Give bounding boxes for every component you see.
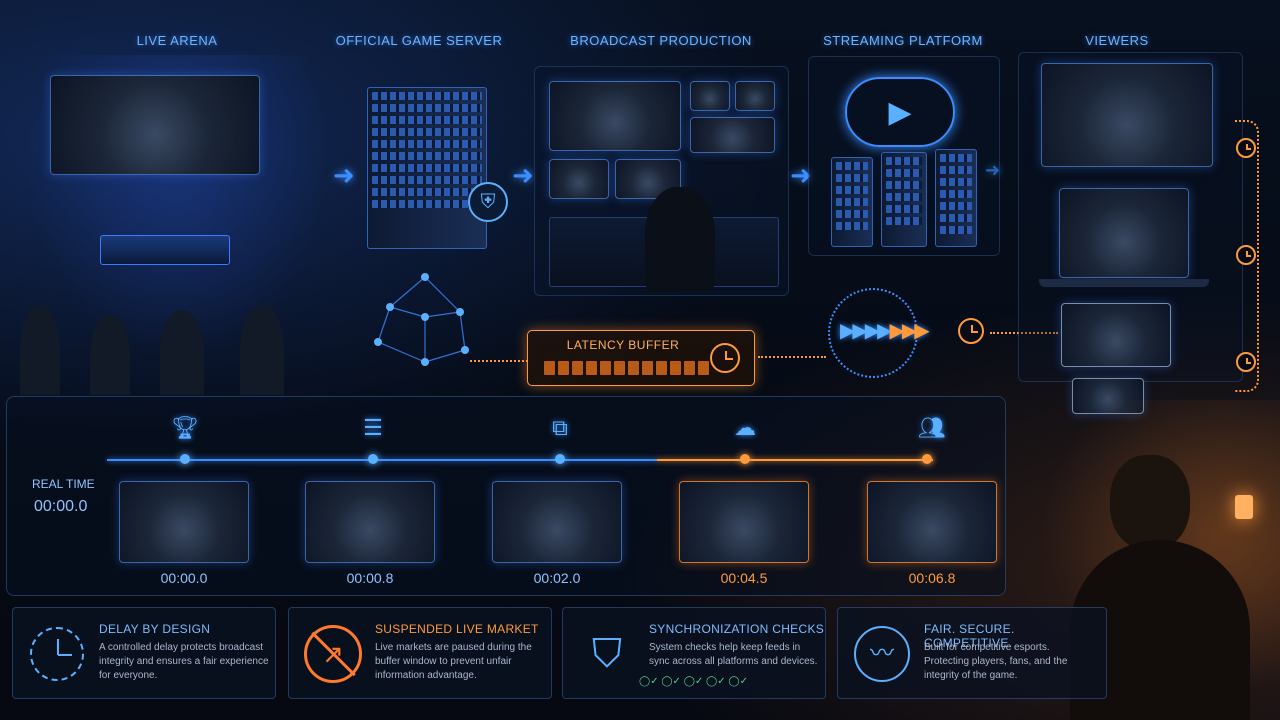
- broadcast-monitor: [549, 159, 609, 199]
- timeline-time: 00:00.8: [346, 570, 394, 586]
- card-fair-secure-competitive: 〰 FAIR. SECURE. COMPETITIVE. Built for c…: [837, 607, 1107, 699]
- cloud-play-icon: ☁: [734, 415, 756, 440]
- no-market-icon: ↗: [303, 624, 363, 684]
- phone-device: [1072, 378, 1144, 414]
- card-text: Live markets are paused during the buffe…: [375, 642, 532, 681]
- card-suspended-live-market: ↗ SUSPENDED LIVE MARKET Live markets are…: [288, 607, 552, 699]
- laptop-base: [1039, 279, 1209, 287]
- real-time-label: REAL TIME: [32, 477, 95, 491]
- gamer-illustration: [1010, 400, 1280, 720]
- latency-buffer: LATENCY BUFFER: [527, 330, 755, 386]
- streaming-platform-panel: ▶: [808, 56, 1000, 256]
- spectator-silhouette: [240, 305, 284, 395]
- timeline-time: 00:04.5: [720, 570, 768, 586]
- heartbeat-icon: 〰: [852, 624, 912, 684]
- broadcast-monitor: [735, 81, 775, 111]
- card-title: DELAY BY DESIGN: [99, 622, 211, 636]
- timeline-dot: [740, 454, 750, 464]
- card-title: FAIR. SECURE. COMPETITIVE.: [924, 622, 1015, 650]
- viewers-panel: [1018, 52, 1243, 382]
- card-synchronization-checks: ⛉ SYNCHRONIZATION CHECKS System checks h…: [562, 607, 826, 699]
- mixer-icon: ⧉: [552, 415, 568, 440]
- server-rack: [831, 157, 873, 247]
- connector-line: [758, 356, 826, 358]
- card-title: SYNCHRONIZATION CHECKS: [649, 622, 825, 636]
- trophy-icon: 🏆︎: [171, 415, 199, 440]
- stage-title-game-server: OFFICIAL GAME SERVER: [335, 33, 503, 48]
- timeline-time: 00:00.0: [160, 570, 208, 586]
- shield-icon: ⛨: [468, 182, 508, 222]
- card-delay-by-design: DELAY BY DESIGN A controlled delay prote…: [12, 607, 276, 699]
- timeline-frame: [119, 481, 249, 563]
- server-rack: [881, 152, 927, 247]
- spectator-silhouette: [20, 305, 60, 395]
- card-text: Built for competitive esports. Protectin…: [924, 642, 1068, 681]
- stage-title-live-arena: LIVE ARENA: [136, 33, 218, 48]
- users-icon: 👥︎: [918, 415, 946, 440]
- packet-stream-icon: ▶▶▶▶▶▶▶: [840, 320, 930, 342]
- lamp-icon: [1235, 495, 1253, 519]
- server-rack: [367, 87, 487, 249]
- viewer-connector: [1235, 120, 1259, 392]
- broadcast-monitor: [549, 81, 681, 151]
- arrow-right-icon: ➜: [985, 160, 1001, 180]
- arrow-right-icon: ➜: [333, 160, 355, 190]
- live-arena-illustration: [0, 55, 355, 395]
- clock-icon: [1236, 245, 1256, 265]
- arrow-right-icon: ➜: [512, 160, 534, 190]
- arrow-right-icon: ➜: [790, 160, 812, 190]
- stage-title-broadcast: BROADCAST PRODUCTION: [570, 33, 752, 48]
- broadcast-monitor: [690, 81, 730, 111]
- laptop-device: [1059, 188, 1189, 278]
- timeline-dot: [555, 454, 565, 464]
- tv-device: [1041, 63, 1213, 167]
- timeline-line-blue: [107, 459, 657, 461]
- timeline-panel: REAL TIME 00:00.0 🏆︎ ☰ ⧉ ☁ 👥︎ 00:00.0 00…: [6, 396, 1006, 596]
- server-rack: [935, 149, 977, 247]
- timeline-dot: [180, 454, 190, 464]
- clock-icon: [710, 343, 740, 373]
- real-time-value: 00:00.0: [34, 498, 88, 515]
- gamer-head: [1110, 455, 1190, 550]
- operator-silhouette: [645, 187, 715, 292]
- stage-title-viewers: VIEWERS: [1085, 33, 1149, 48]
- spectator-silhouette: [160, 310, 204, 395]
- clock-icon: [958, 318, 984, 344]
- arena-stage: [100, 235, 230, 265]
- stage-title-streaming: STREAMING PLATFORM: [823, 33, 983, 48]
- card-text: System checks help keep feeds in sync ac…: [649, 642, 818, 667]
- timeline-dot: [368, 454, 378, 464]
- cloud-play-icon: ▶: [845, 77, 955, 147]
- card-text: A controlled delay protects broadcast in…: [99, 642, 269, 681]
- packet-ring: [828, 288, 918, 378]
- timeline-frame: [867, 481, 997, 563]
- timeline-dot: [922, 454, 932, 464]
- timeline-frame: [679, 481, 809, 563]
- card-title: SUSPENDED LIVE MARKET: [375, 622, 539, 636]
- arena-big-screen: [50, 75, 260, 175]
- broadcast-monitor: [690, 117, 775, 153]
- buffer-cells: [544, 361, 709, 375]
- tablet-device: [1061, 303, 1171, 367]
- timeline-line-orange: [657, 459, 933, 461]
- spectator-silhouette: [90, 315, 130, 395]
- broadcast-production-panel: [534, 66, 789, 296]
- network-icon: [374, 273, 469, 366]
- latency-buffer-label: LATENCY BUFFER: [566, 338, 680, 352]
- timeline-time: 00:06.8: [908, 570, 956, 586]
- clock-icon: [1236, 352, 1256, 372]
- timeline-time: 00:02.0: [533, 570, 581, 586]
- connector-line: [470, 360, 528, 362]
- server-icon: ☰: [363, 415, 383, 440]
- timeline-frame: [492, 481, 622, 563]
- sync-check-icons: ◯✓ ◯✓ ◯✓ ◯✓ ◯✓: [639, 676, 748, 687]
- timeline-frame: [305, 481, 435, 563]
- connector-line: [990, 332, 1058, 334]
- clock-icon: [27, 624, 87, 684]
- shield-check-icon: ⛉: [592, 631, 622, 676]
- clock-icon: [1236, 138, 1256, 158]
